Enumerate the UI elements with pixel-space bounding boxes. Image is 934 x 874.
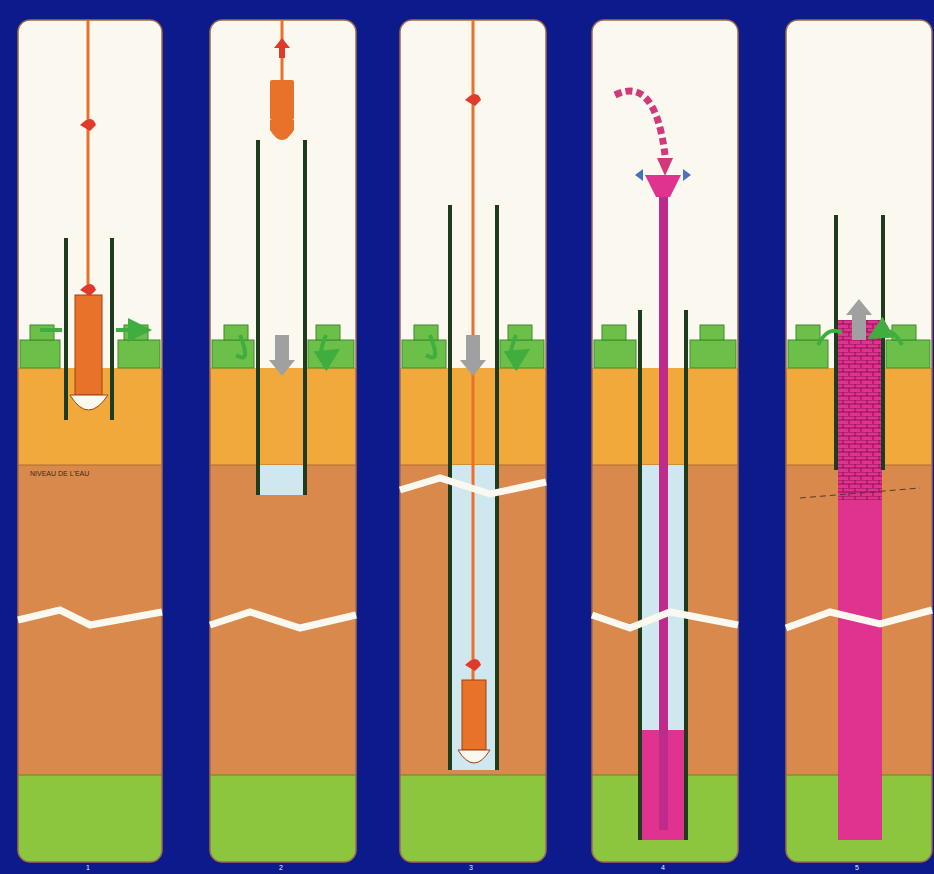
- step-number: 1: [86, 864, 90, 871]
- step-number: 4: [661, 864, 665, 871]
- water-level-label: NIVEAU DE L'EAU: [30, 470, 89, 477]
- step-number: 2: [279, 864, 283, 871]
- step-number: 5: [855, 864, 859, 871]
- step-number: 3: [469, 864, 473, 871]
